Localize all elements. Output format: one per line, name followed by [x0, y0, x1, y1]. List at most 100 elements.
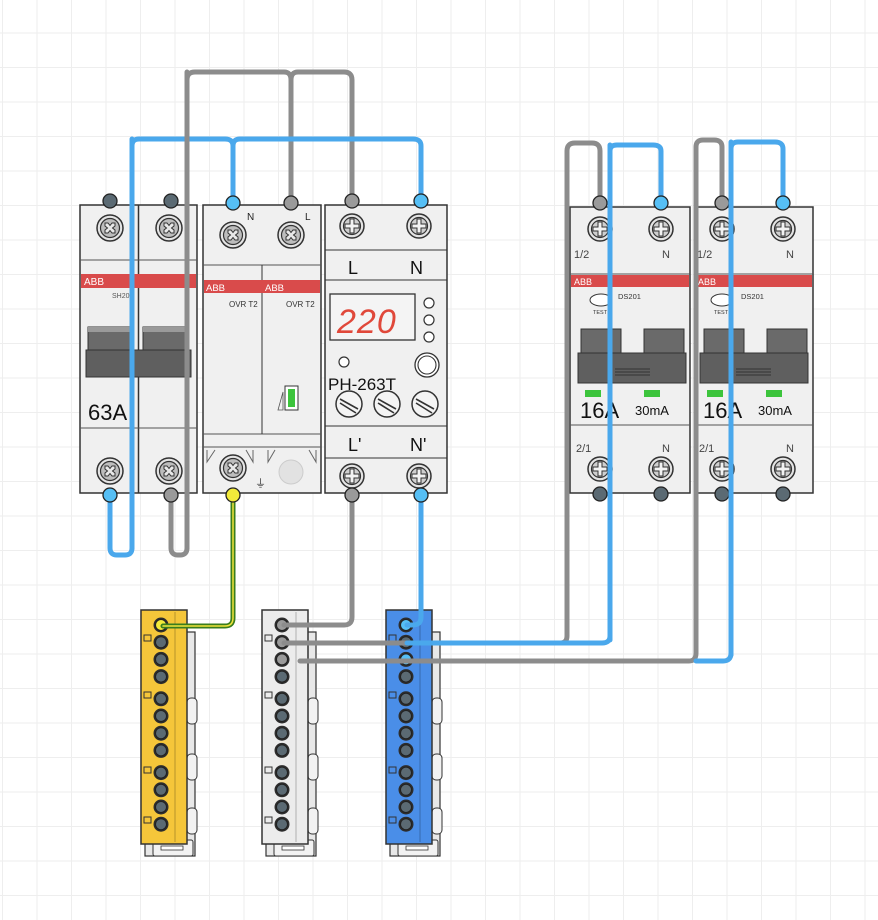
- terminal[interactable]: [714, 486, 730, 502]
- screw-icon[interactable]: [339, 463, 365, 489]
- busbar-terminal-screw: [276, 818, 288, 831]
- terminal[interactable]: [225, 487, 241, 503]
- phase-wire[interactable]: [288, 69, 355, 203]
- sensitivity-label: 30mA: [635, 403, 669, 418]
- terminal[interactable]: [163, 193, 179, 209]
- busbar-terminal-screw: [276, 692, 288, 705]
- busbar-terminal-screw: [400, 801, 412, 813]
- marker: [264, 766, 273, 774]
- handle-base: [577, 352, 687, 384]
- screw-icon[interactable]: [96, 214, 124, 242]
- screw-icon[interactable]: [770, 216, 796, 242]
- phase-wire[interactable]: [168, 492, 190, 558]
- screw-icon[interactable]: [96, 457, 124, 485]
- status-indicator-green: [288, 389, 295, 407]
- terminal[interactable]: [775, 486, 791, 502]
- screw-icon[interactable]: [406, 463, 432, 489]
- mount-tab: [186, 753, 198, 781]
- neutral-busbar[interactable]: [385, 609, 443, 857]
- voltage-relay[interactable]: L N 220 PH-263T L' N': [324, 204, 448, 494]
- busbar-terminal-screw: [276, 783, 288, 796]
- busbar-terminal-screw: [400, 783, 412, 796]
- mount-tab: [431, 753, 443, 781]
- output-label-n: N': [410, 435, 426, 455]
- adjust-knob-icon[interactable]: [373, 390, 401, 418]
- main-breaker[interactable]: ABB SH202 63A: [79, 204, 198, 494]
- terminal[interactable]: [653, 486, 669, 502]
- sensitivity-label: 30mA: [758, 403, 792, 418]
- test-label: TEST: [593, 310, 608, 316]
- terminal[interactable]: [102, 193, 118, 209]
- rcbo-2[interactable]: ABB DS201 TEST 1/2 N 16A 30mA 2/1 N: [695, 206, 814, 494]
- busbar-terminal-screw: [276, 710, 288, 722]
- mount-tab: [307, 753, 319, 781]
- screw-icon[interactable]: [219, 454, 247, 482]
- top-label-phase: 1/2: [697, 249, 712, 261]
- menu-button[interactable]: [414, 352, 440, 378]
- busbar-terminal-screw: [400, 766, 412, 779]
- brand-label: ABB: [698, 277, 716, 287]
- brand-label: ABB: [84, 277, 104, 288]
- pe-busbar[interactable]: [140, 609, 198, 857]
- terminal[interactable]: [102, 487, 118, 503]
- foot-slot: [281, 845, 305, 851]
- terminal[interactable]: [344, 487, 360, 503]
- neutral-wire[interactable]: [107, 492, 135, 558]
- status-indicator-green: [644, 390, 660, 397]
- screw-icon[interactable]: [219, 221, 247, 249]
- handle-highlight: [143, 327, 185, 332]
- phase-busbar[interactable]: [261, 609, 319, 857]
- neutral-wire[interactable]: [230, 136, 424, 203]
- terminal[interactable]: [714, 195, 730, 211]
- phase-wire[interactable]: [281, 492, 355, 628]
- screw-icon[interactable]: [155, 214, 183, 242]
- test-label: TEST: [714, 310, 729, 316]
- pe-wire-stripe: [162, 494, 234, 627]
- screw-icon[interactable]: [648, 456, 674, 482]
- cartridge-release[interactable]: [278, 459, 304, 485]
- screw-icon[interactable]: [770, 456, 796, 482]
- foot-slot: [405, 845, 429, 851]
- terminal[interactable]: [225, 195, 241, 211]
- busbar-terminal-screw: [400, 670, 412, 683]
- terminal-label-l: L: [305, 212, 311, 223]
- phase-wire[interactable]: [297, 137, 725, 664]
- terminal[interactable]: [163, 487, 179, 503]
- busbar-terminal-screw: [400, 692, 412, 705]
- top-label-n: N: [786, 249, 794, 261]
- screw-icon[interactable]: [277, 221, 305, 249]
- brand-label: ABB: [265, 283, 284, 294]
- input-label-n: N: [410, 258, 423, 278]
- busbar-terminal-screw: [155, 818, 167, 831]
- handle-highlight: [88, 327, 130, 332]
- ground-symbol-icon: ⏚: [255, 477, 266, 490]
- busbar-terminal-screw: [155, 692, 167, 705]
- terminal[interactable]: [592, 195, 608, 211]
- rcbo-1[interactable]: ABB DS201 TEST 1/2 N 16A 30mA 2/1 N: [569, 206, 691, 494]
- terminal[interactable]: [344, 193, 360, 209]
- surge-protector[interactable]: ABB ABB OVR T2 OVR T2 N L ⏚: [202, 204, 322, 494]
- busbar-terminal-screw: [155, 727, 167, 740]
- screw-icon[interactable]: [648, 216, 674, 242]
- screw-icon[interactable]: [339, 213, 365, 239]
- terminal[interactable]: [283, 195, 299, 211]
- handle-base: [85, 349, 192, 378]
- busbar-terminal-screw: [155, 636, 167, 649]
- terminals: [102, 193, 791, 503]
- handle-ribs: [736, 368, 771, 376]
- busbar-terminal-screw: [155, 801, 167, 813]
- terminal[interactable]: [775, 195, 791, 211]
- terminal[interactable]: [413, 193, 429, 209]
- mount-tab: [307, 807, 319, 835]
- screw-icon[interactable]: [406, 213, 432, 239]
- neutral-wire[interactable]: [404, 492, 424, 628]
- terminal[interactable]: [653, 195, 669, 211]
- terminal[interactable]: [413, 487, 429, 503]
- adjust-knob-icon[interactable]: [335, 390, 363, 418]
- adjust-knob-icon[interactable]: [411, 390, 439, 418]
- overlay-wires: [129, 69, 734, 658]
- screw-icon[interactable]: [155, 457, 183, 485]
- terminal[interactable]: [592, 486, 608, 502]
- busbar-terminal-screw: [400, 744, 412, 757]
